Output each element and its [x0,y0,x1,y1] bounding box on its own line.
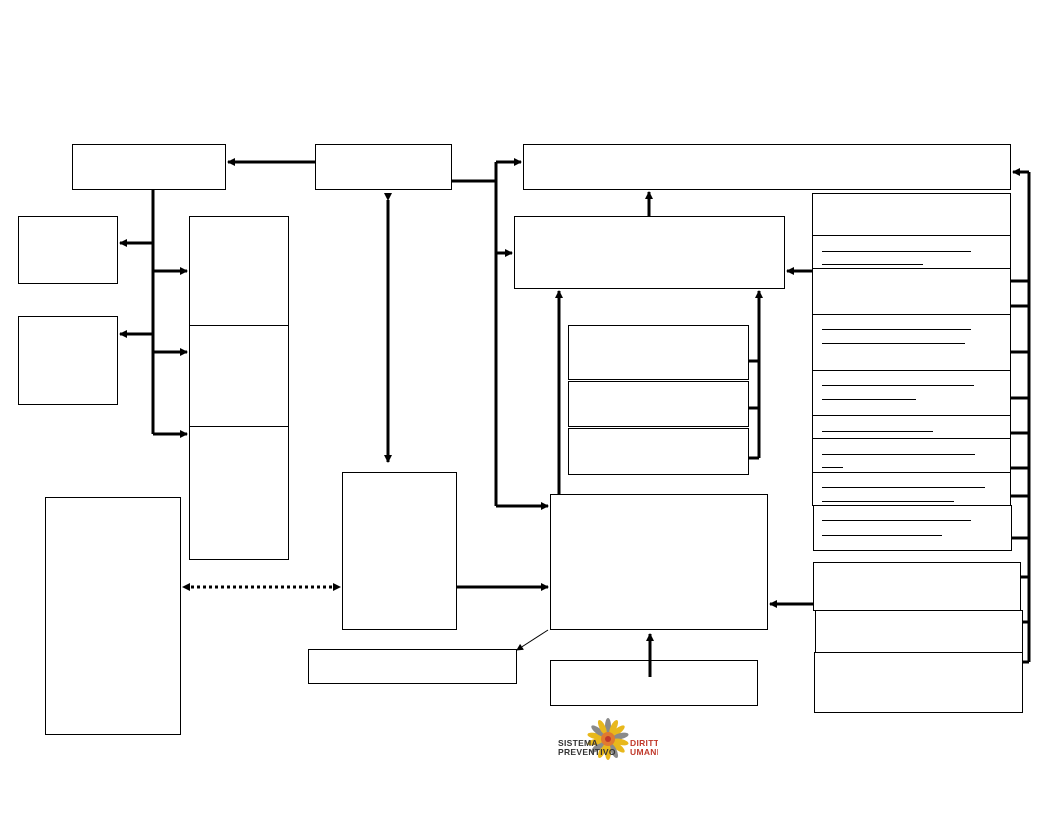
box-left-small-2 [18,316,118,405]
box-right-bottom-1 [813,562,1021,611]
box-sub-3 [568,428,749,475]
logo-petal [609,743,619,759]
placeholder-line [822,454,975,455]
thin-arrow-hub-to-bottom-wide [516,629,549,651]
box-sub-1 [568,325,749,380]
placeholder-line [822,343,965,344]
logo-petal [587,738,604,746]
logo-graphic: SISTEMA PREVENTIVO DIRITTI UMANI [558,718,662,760]
box-center-top [315,144,452,190]
logo-petal [605,744,611,760]
box-right-bottom-3 [814,652,1023,713]
placeholder-line [822,251,971,252]
logo-right-line1: DIRITTI [630,738,658,748]
box-left-bottom-tall [45,497,181,735]
box-left-stack-3 [189,426,289,560]
logo-petal [611,725,625,737]
box-left-stack-1 [189,216,289,326]
placeholder-line [822,329,971,330]
placeholder-line [822,520,971,521]
box-mid-wide [514,216,785,289]
logo-left-line2: PREVENTIVO [558,747,616,757]
placeholder-line [822,501,954,502]
logo-petal [591,725,605,737]
logo-petal [597,719,607,735]
box-hub-bottom [550,660,758,706]
box-right-list-9 [813,505,1012,551]
box-right-list-8 [812,472,1011,506]
logo-petal [591,741,605,753]
logo-petal [611,741,625,753]
logo-petal [597,743,607,759]
logo-petal [612,732,629,740]
box-left-small-1 [18,216,118,284]
placeholder-line [822,431,933,432]
placeholder-line [822,535,942,536]
placeholder-line [822,487,985,488]
box-left-top [72,144,226,190]
logo-left-line1: SISTEMA [558,738,598,748]
placeholder-line [822,399,916,400]
box-top-wide [523,144,1011,190]
sunflower-icon [587,718,629,760]
dotted-arrowhead-left [182,583,190,591]
placeholder-line [822,467,843,468]
logo-petal [605,718,611,734]
box-right-list-1 [812,193,1011,236]
box-center-bottom-wide [308,649,517,684]
box-right-list-3 [812,268,1011,315]
logo: SISTEMA PREVENTIVO DIRITTI UMANI [556,716,662,762]
box-sub-2 [568,381,749,427]
box-right-list-7 [812,438,1011,473]
logo-petal [609,719,619,735]
box-left-stack-2 [189,325,289,427]
placeholder-line [822,385,974,386]
box-right-bottom-2 [815,610,1023,653]
logo-right-line2: UMANI [630,747,658,757]
box-hub [550,494,768,630]
dotted-arrowhead-right [333,583,341,591]
box-center-mid [342,472,457,630]
placeholder-line [822,264,923,265]
